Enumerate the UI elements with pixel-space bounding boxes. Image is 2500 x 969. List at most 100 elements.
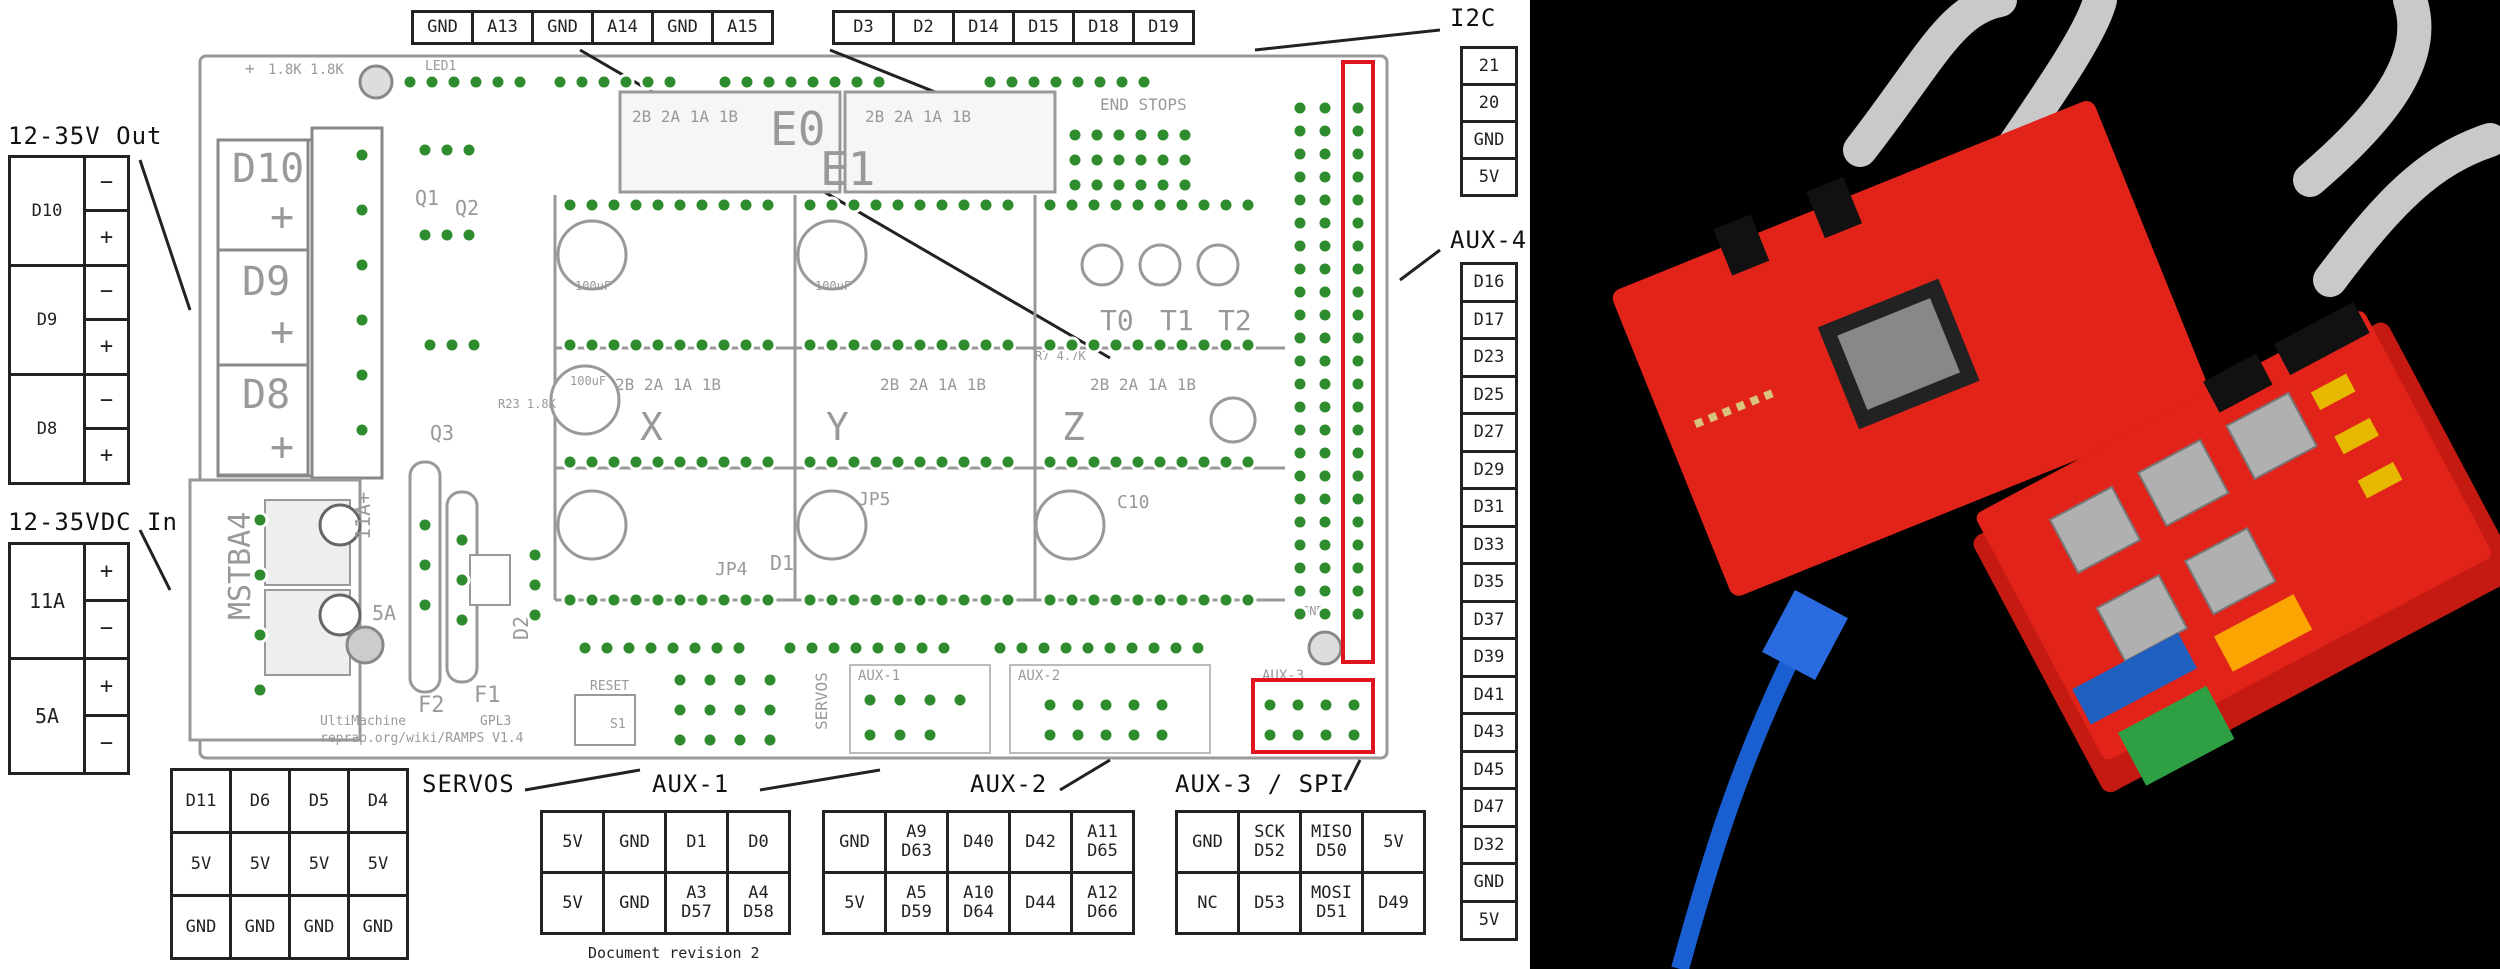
pad (1261, 726, 1279, 744)
in-plus: + (83, 657, 130, 717)
aux3-pin-sck-d52: SCK D52 (1237, 810, 1302, 874)
pad (1316, 214, 1334, 232)
pad (1217, 336, 1235, 354)
aux4-pin-d39: D39 (1460, 637, 1518, 678)
servo-pin-gnd: GND (229, 894, 291, 960)
pad (801, 591, 819, 609)
in-minus: − (83, 714, 130, 775)
pad (443, 336, 461, 354)
in-plus: + (83, 542, 130, 602)
pad (561, 336, 579, 354)
pad (460, 141, 478, 159)
aux4-pin-d27: D27 (1460, 412, 1518, 453)
header-pin-a13: A13 (471, 10, 534, 45)
pad (1195, 336, 1213, 354)
header-pin-gnd: GND (531, 10, 594, 45)
pad (1349, 490, 1367, 508)
pad (1195, 453, 1213, 471)
pad (823, 336, 841, 354)
pad (823, 196, 841, 214)
pad-layer (251, 73, 1367, 749)
pad (1151, 336, 1169, 354)
in-label: 12-35VDC In (8, 508, 178, 536)
aux1-pin-gnd: GND (602, 810, 667, 874)
pad (1110, 126, 1128, 144)
pad (1154, 176, 1172, 194)
pad (737, 336, 755, 354)
header-pin-a15: A15 (711, 10, 774, 45)
pad (1291, 398, 1309, 416)
pad (526, 606, 544, 624)
pad (467, 73, 485, 91)
pad (1316, 490, 1334, 508)
pad (1041, 696, 1059, 714)
pad (1349, 145, 1367, 163)
pad (620, 639, 638, 657)
pad (1316, 191, 1334, 209)
pad (1291, 191, 1309, 209)
pad (1291, 582, 1309, 600)
pad (1349, 168, 1367, 186)
pad (1291, 237, 1309, 255)
svg-text:Q2: Q2 (455, 196, 479, 220)
pad (1088, 176, 1106, 194)
pad (1291, 352, 1309, 370)
aux4-pin-5v: 5V (1460, 899, 1518, 941)
d9-board-label: D9 (242, 259, 290, 305)
pad (416, 516, 434, 534)
pad (889, 591, 907, 609)
pad (1107, 336, 1125, 354)
pad (1069, 73, 1087, 91)
pad (639, 73, 657, 91)
aux2-pin-a9-d63: A9 D63 (884, 810, 949, 874)
aux2-label: AUX-2 (970, 770, 1048, 798)
pad (1239, 591, 1257, 609)
pad (460, 226, 478, 244)
pad (671, 453, 689, 471)
svg-text:Q3: Q3 (430, 421, 454, 445)
pad (617, 73, 635, 91)
pad (353, 311, 371, 329)
i2c-label: I2C (1450, 4, 1497, 32)
pad (511, 73, 529, 91)
pad (1291, 467, 1309, 485)
aux1-pin-d0: D0 (726, 810, 791, 874)
pad (731, 671, 749, 689)
pad (573, 73, 591, 91)
pad (730, 639, 748, 657)
servo-pin-d6: D6 (229, 768, 291, 834)
pad (1063, 591, 1081, 609)
pad (715, 453, 733, 471)
aux2-pin-a11-d65: A11 D65 (1070, 810, 1135, 874)
pad (1151, 591, 1169, 609)
y-axis-label: Y (826, 405, 849, 449)
pad (870, 73, 888, 91)
aux4-highlight (1341, 60, 1375, 664)
pad (1349, 375, 1367, 393)
pad (671, 336, 689, 354)
svg-text:AUX-1: AUX-1 (858, 668, 900, 684)
pad (1066, 176, 1084, 194)
aux4-pin-d16: D16 (1460, 262, 1518, 303)
pad (1316, 306, 1334, 324)
servo-pin-gnd: GND (288, 894, 350, 960)
pad (921, 691, 939, 709)
out-d9: D9 (8, 264, 86, 376)
pad (1316, 168, 1334, 186)
pad (605, 591, 623, 609)
lcd-controller-board (1612, 101, 2213, 596)
svg-text:+: + (270, 194, 294, 240)
svg-text:T1: T1 (1160, 304, 1194, 337)
pad (1047, 73, 1065, 91)
pad (1057, 639, 1075, 657)
pad (991, 639, 1009, 657)
out-d10: D10 (8, 155, 86, 267)
svg-text:AUX-2: AUX-2 (1018, 668, 1060, 684)
pad (999, 453, 1017, 471)
pad (933, 336, 951, 354)
pad (664, 639, 682, 657)
pad (701, 731, 719, 749)
pad (1135, 73, 1153, 91)
pad (933, 453, 951, 471)
svg-text:S1: S1 (610, 717, 626, 732)
